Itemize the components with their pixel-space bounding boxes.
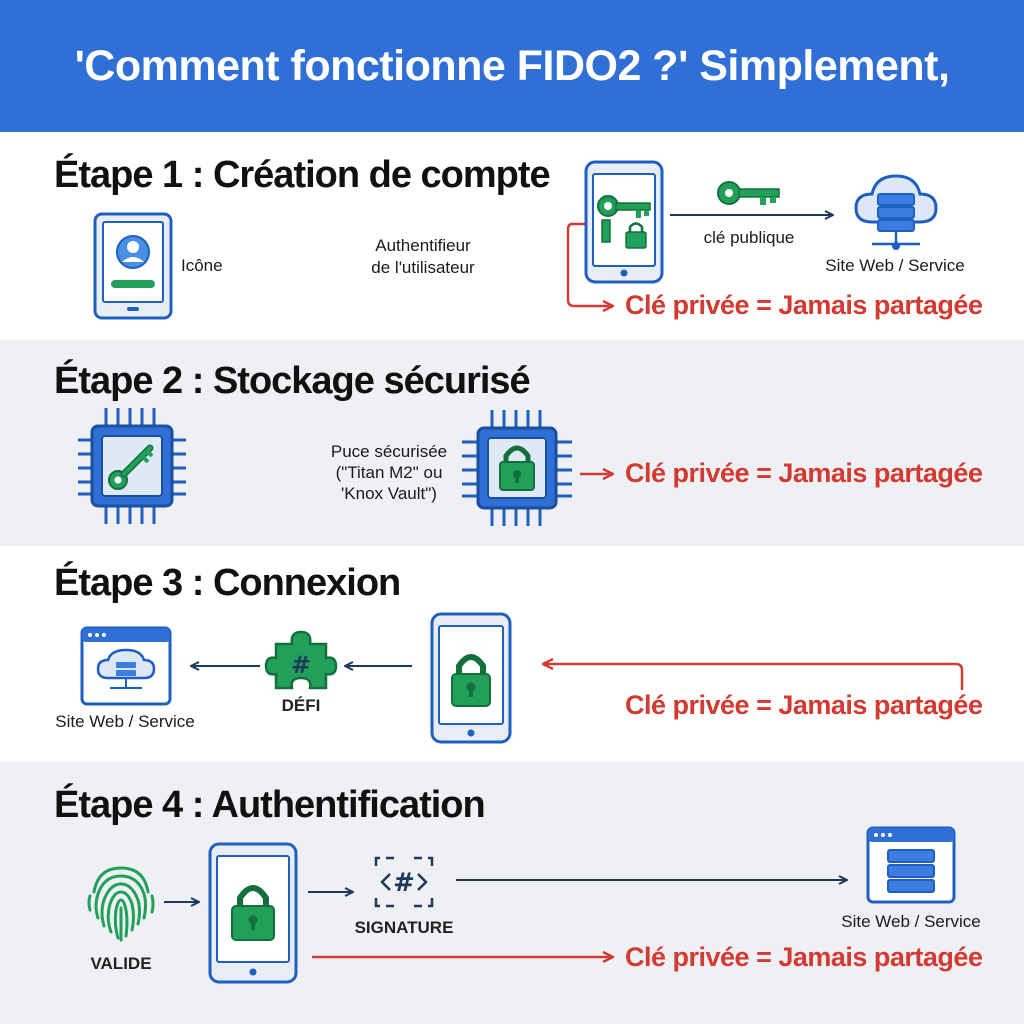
- step-2-title: Étape 2 : Stockage sécurisé: [54, 360, 531, 402]
- service-label-step4: Site Web / Service: [841, 912, 981, 931]
- chip-key-icon: [78, 408, 186, 524]
- signature-label: SIGNATURE: [354, 918, 454, 937]
- chip-label-line2: ("Titan M2" ou: [335, 463, 443, 482]
- private-key-warning-step2: Clé privée = Jamais partagée: [625, 458, 983, 488]
- public-key-icon: [717, 181, 780, 205]
- puzzle-piece-icon: #: [264, 630, 338, 690]
- private-key-warning-step1: Clé privée = Jamais partagée: [625, 290, 983, 320]
- chip-lock-icon: [462, 410, 572, 526]
- tablet-user-icon: [93, 212, 173, 320]
- private-key-warning-step4: Clé privée = Jamais partagée: [625, 942, 983, 972]
- authenticator-label-line2: de l'utilisateur: [371, 258, 475, 277]
- service-label-step3: Site Web / Service: [55, 712, 195, 731]
- step-4-section: [0, 762, 1024, 1024]
- chip-label-line1: Puce sécurisée: [330, 442, 448, 461]
- phone-key-icon: [584, 160, 664, 284]
- fingerprint-icon: [87, 866, 155, 942]
- signature-hash-icon: #: [374, 856, 434, 908]
- icon-label: Icône: [181, 256, 223, 275]
- phone-lock-icon-step4: [208, 842, 298, 984]
- browser-cloud-icon: [80, 626, 172, 706]
- valid-label: VALIDE: [90, 954, 152, 973]
- step-3-title: Étape 3 : Connexion: [54, 562, 401, 604]
- cloud-server-icon: [854, 174, 938, 250]
- phone-lock-icon-step3: [430, 612, 512, 744]
- header-banner: [0, 0, 1024, 132]
- service-label-step1: Site Web / Service: [825, 256, 965, 275]
- step-4-title: Étape 4 : Authentification: [54, 784, 486, 826]
- public-key-label: clé publique: [703, 228, 795, 247]
- chip-label-line3: 'Knox Vault"): [341, 484, 437, 503]
- svg-text:#: #: [393, 868, 415, 898]
- browser-server-icon: [866, 826, 956, 904]
- authenticator-label-line1: Authentifieur: [375, 236, 471, 255]
- page-title: 'Comment fonctionne FIDO2 ?' Simplement,: [74, 42, 950, 90]
- svg-text:#: #: [291, 651, 311, 679]
- challenge-label: DÉFI: [281, 696, 321, 715]
- step-1-title: Étape 1 : Création de compte: [54, 154, 551, 196]
- private-key-warning-step3: Clé privée = Jamais partagée: [625, 690, 983, 720]
